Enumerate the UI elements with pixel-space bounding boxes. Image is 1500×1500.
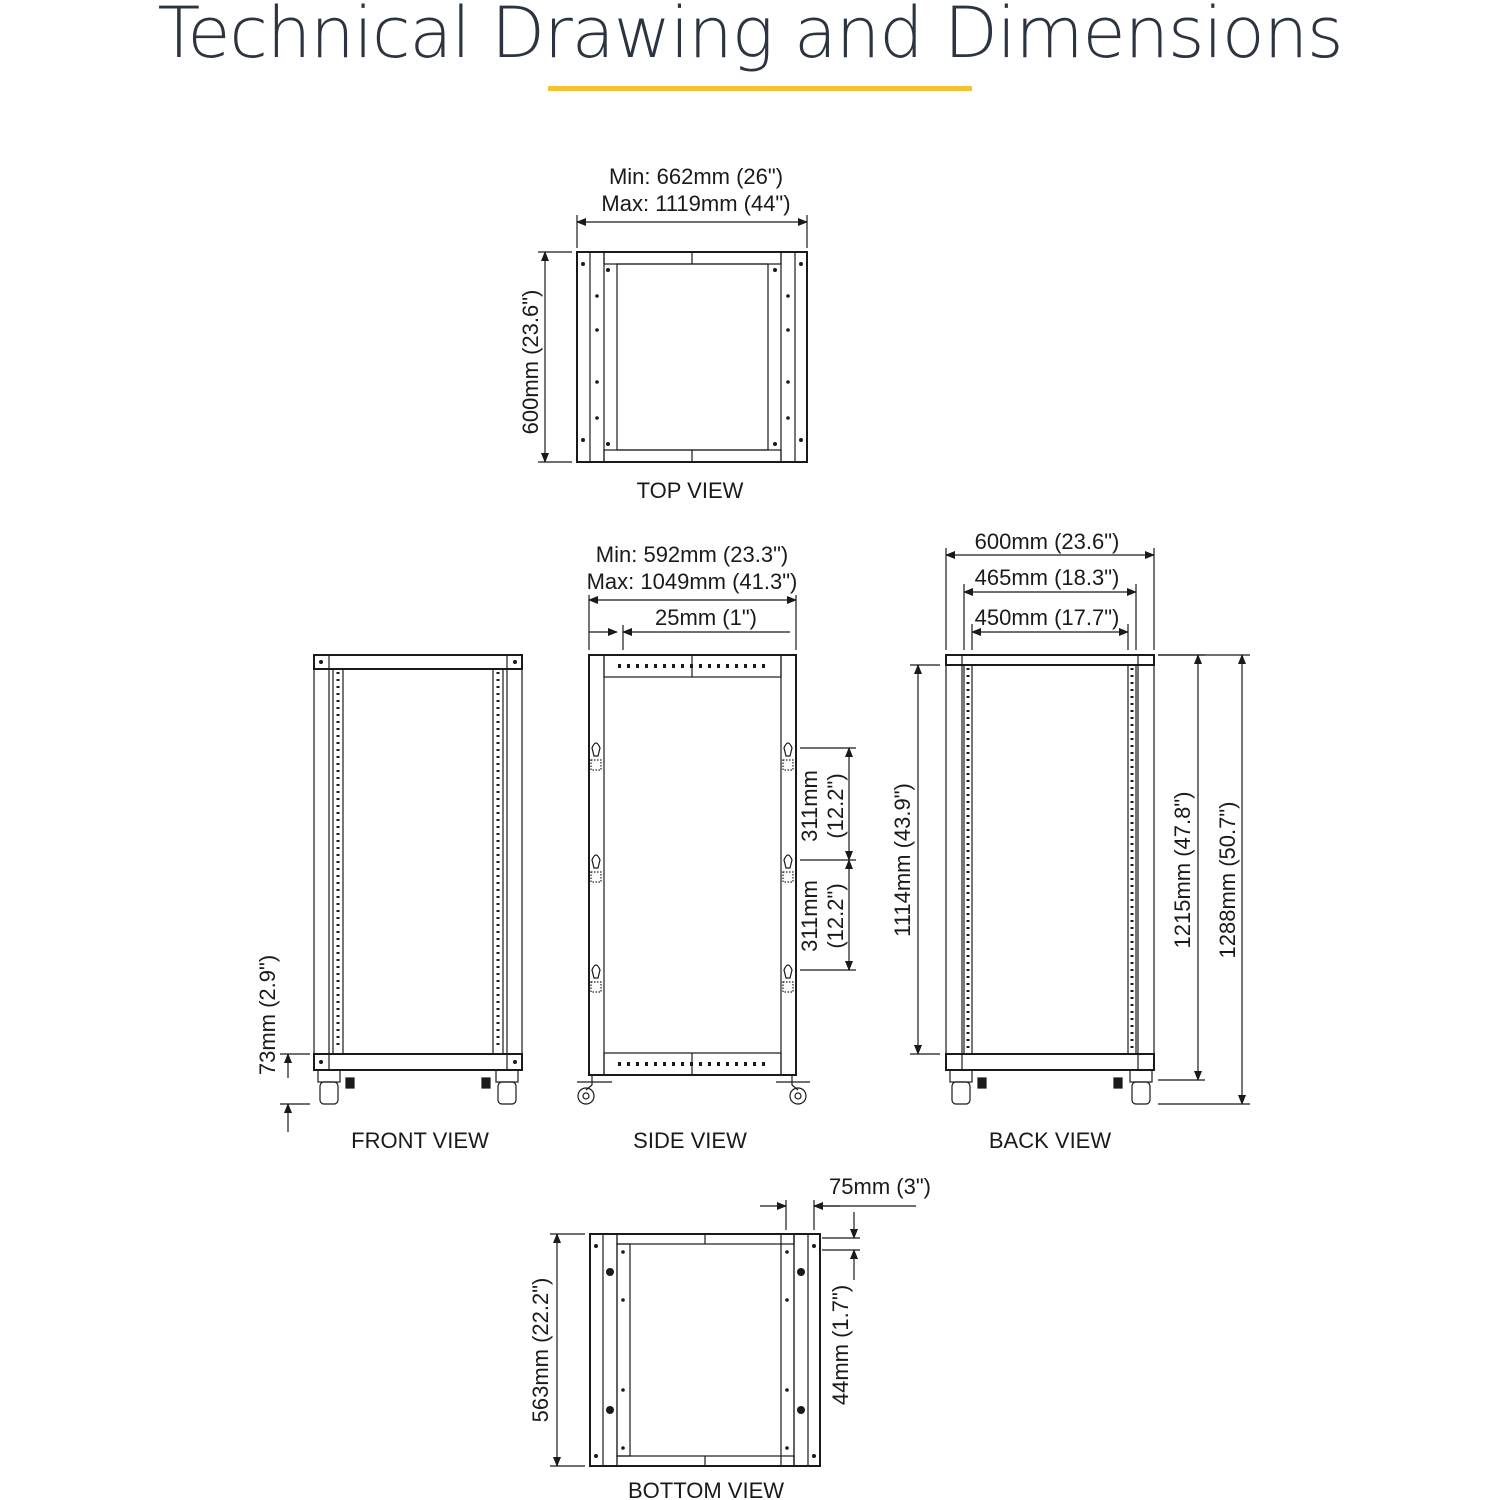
bottom-post-width-label: 75mm (3") (829, 1174, 931, 1199)
top-width-min-label: Min: 662mm (26") (609, 164, 783, 189)
side-spacing-1-in-label: (12.2") (823, 773, 848, 838)
back-view-drawing (910, 548, 1250, 1105)
bottom-view-caption: BOTTOM VIEW (628, 1478, 784, 1500)
top-view-drawing (538, 215, 808, 463)
back-total-height-label: 1288mm (50.7") (1215, 802, 1240, 959)
back-rail-height-label: 1114mm (43.9") (890, 783, 915, 937)
back-frame-height-label: 1215mm (47.8") (1170, 792, 1195, 949)
side-spacing-1-mm-label: 311mm (797, 770, 822, 842)
front-foot-height-label: 73mm (2.9") (255, 955, 280, 1075)
back-outer-width-label: 600mm (23.6") (975, 529, 1120, 554)
side-width-max-label: Max: 1049mm (41.3") (587, 569, 798, 594)
side-spacing-2-in-label: (12.2") (823, 883, 848, 948)
side-width-min-label: Min: 592mm (23.3") (596, 542, 788, 567)
top-width-max-label: Max: 1119mm (44") (601, 191, 790, 216)
back-rail-width-label: 465mm (18.3") (975, 565, 1120, 590)
side-spacing-2-mm-label: 311mm (797, 880, 822, 952)
back-inner-width-label: 450mm (17.7") (975, 605, 1120, 630)
side-view-drawing (577, 595, 856, 1105)
page-title: Technical Drawing and Dimensions (157, 0, 1343, 74)
back-view-caption: BACK VIEW (989, 1128, 1111, 1153)
front-view-drawing (280, 654, 523, 1132)
top-view-caption: TOP VIEW (637, 478, 744, 503)
side-view-caption: SIDE VIEW (633, 1128, 747, 1153)
bottom-view-drawing (550, 1200, 916, 1467)
top-depth-label: 600mm (23.6") (518, 290, 543, 435)
bottom-offset-label: 44mm (1.7") (828, 1285, 853, 1405)
side-rail-offset-label: 25mm (1") (655, 605, 757, 630)
front-view-caption: FRONT VIEW (351, 1128, 489, 1153)
title-underline (548, 86, 972, 91)
bottom-depth-label: 563mm (22.2") (528, 1278, 553, 1423)
